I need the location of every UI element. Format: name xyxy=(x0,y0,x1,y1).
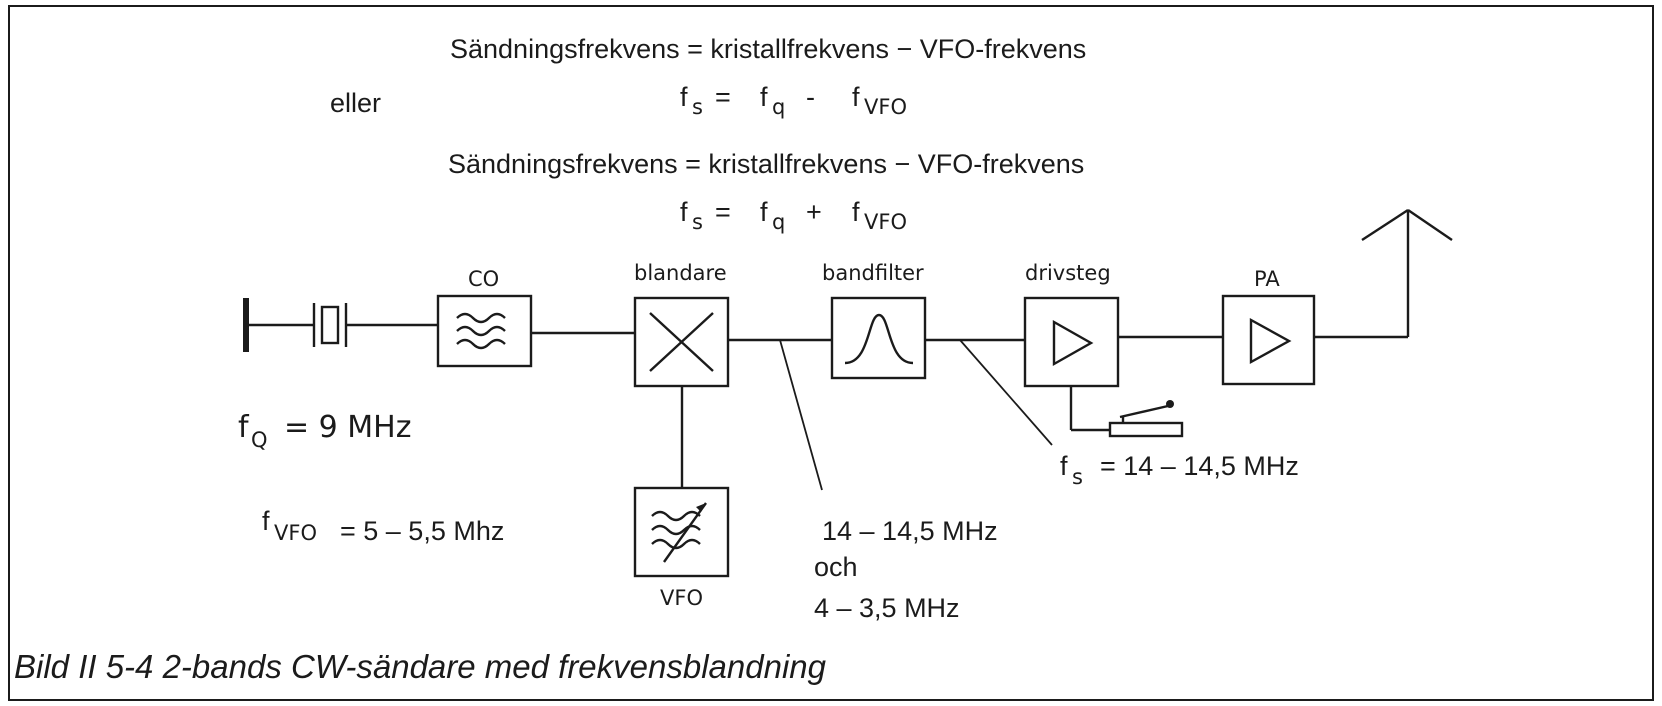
morse-key-icon xyxy=(1069,386,1184,438)
mix-output-och: och xyxy=(814,552,858,582)
equation-line-2: f s = f q - f VFO xyxy=(680,82,907,119)
mixer-output-pointer xyxy=(779,339,823,491)
mixer-block xyxy=(633,296,730,388)
mixer-label: blandare xyxy=(634,261,727,285)
figure-caption: Bild II 5-4 2-bands CW-sändare med frekv… xyxy=(14,648,827,685)
pa-block xyxy=(1221,294,1316,386)
fq-label: f Q = 9 MHz xyxy=(238,410,412,452)
vfo-block xyxy=(633,486,730,578)
fvfo-label: f VFO = 5 – 5,5 Mhz xyxy=(262,506,504,546)
amplifier-triangle-icon xyxy=(1052,319,1094,367)
eq2-fs-sub: s xyxy=(692,95,703,119)
eq2-fvfo: f xyxy=(852,82,860,112)
amplifier-triangle-icon xyxy=(1249,317,1292,365)
svg-text:= 5 – 5,5 Mhz: = 5 – 5,5 Mhz xyxy=(340,516,504,546)
equation-line-1: Sändningsfrekvens = kristallfrekvens − V… xyxy=(450,34,1086,64)
pa-label: PA xyxy=(1254,267,1280,291)
equation-line-4: f s = f q + f VFO xyxy=(680,197,907,234)
svg-text:VFO: VFO xyxy=(274,521,317,545)
eq2-operator: - xyxy=(806,82,815,112)
eq4-equals: = xyxy=(715,197,731,227)
svg-text:f: f xyxy=(238,410,250,445)
eq2-fq-sub: q xyxy=(772,95,785,119)
eq4-fq: f xyxy=(760,197,768,227)
figure-frame xyxy=(8,5,1654,701)
svg-text:= 14 – 14,5 MHz: = 14 – 14,5 MHz xyxy=(1100,451,1299,481)
sine-wave-icon xyxy=(456,312,506,324)
eq4-fs-sub: s xyxy=(692,210,703,234)
eq2-fs: f xyxy=(680,82,688,112)
bandfilter-label: bandfilter xyxy=(822,261,924,285)
driver-label: drivsteg xyxy=(1025,261,1111,285)
svg-text:f: f xyxy=(1060,451,1068,481)
eller-label: eller xyxy=(330,88,381,118)
eq4-fvfo-sub: VFO xyxy=(864,210,907,234)
fs-label: f s = 14 – 14,5 MHz xyxy=(1060,451,1299,489)
bandpass-curve-icon xyxy=(844,313,914,365)
crystal-symbol xyxy=(243,298,438,352)
eq2-fvfo-sub: VFO xyxy=(864,95,907,119)
equation-line-3: Sändningsfrekvens = kristallfrekvens − V… xyxy=(448,149,1084,179)
eq4-operator: + xyxy=(806,197,822,227)
svg-text:f: f xyxy=(262,506,270,536)
bandfilter-block xyxy=(830,296,927,380)
mix-output-band-2: 4 – 3,5 MHz xyxy=(814,593,960,623)
fs-pointer xyxy=(959,339,1053,446)
eq4-fq-sub: q xyxy=(772,210,785,234)
mix-output-band-1: 14 – 14,5 MHz xyxy=(822,516,998,546)
antenna-symbol xyxy=(1314,208,1453,339)
vfo-label: VFO xyxy=(660,586,703,610)
tuning-arrow-icon xyxy=(663,502,707,563)
eq2-equals: = xyxy=(715,82,731,112)
eq4-fs: f xyxy=(680,197,688,227)
co-block xyxy=(436,294,533,368)
svg-text:s: s xyxy=(1072,465,1083,489)
svg-text:= 9 MHz: = 9 MHz xyxy=(284,410,412,445)
co-label: CO xyxy=(468,267,499,291)
driver-block xyxy=(1023,296,1120,388)
svg-text:Q: Q xyxy=(251,428,268,452)
eq4-fvfo: f xyxy=(852,197,860,227)
eq2-fq: f xyxy=(760,82,768,112)
